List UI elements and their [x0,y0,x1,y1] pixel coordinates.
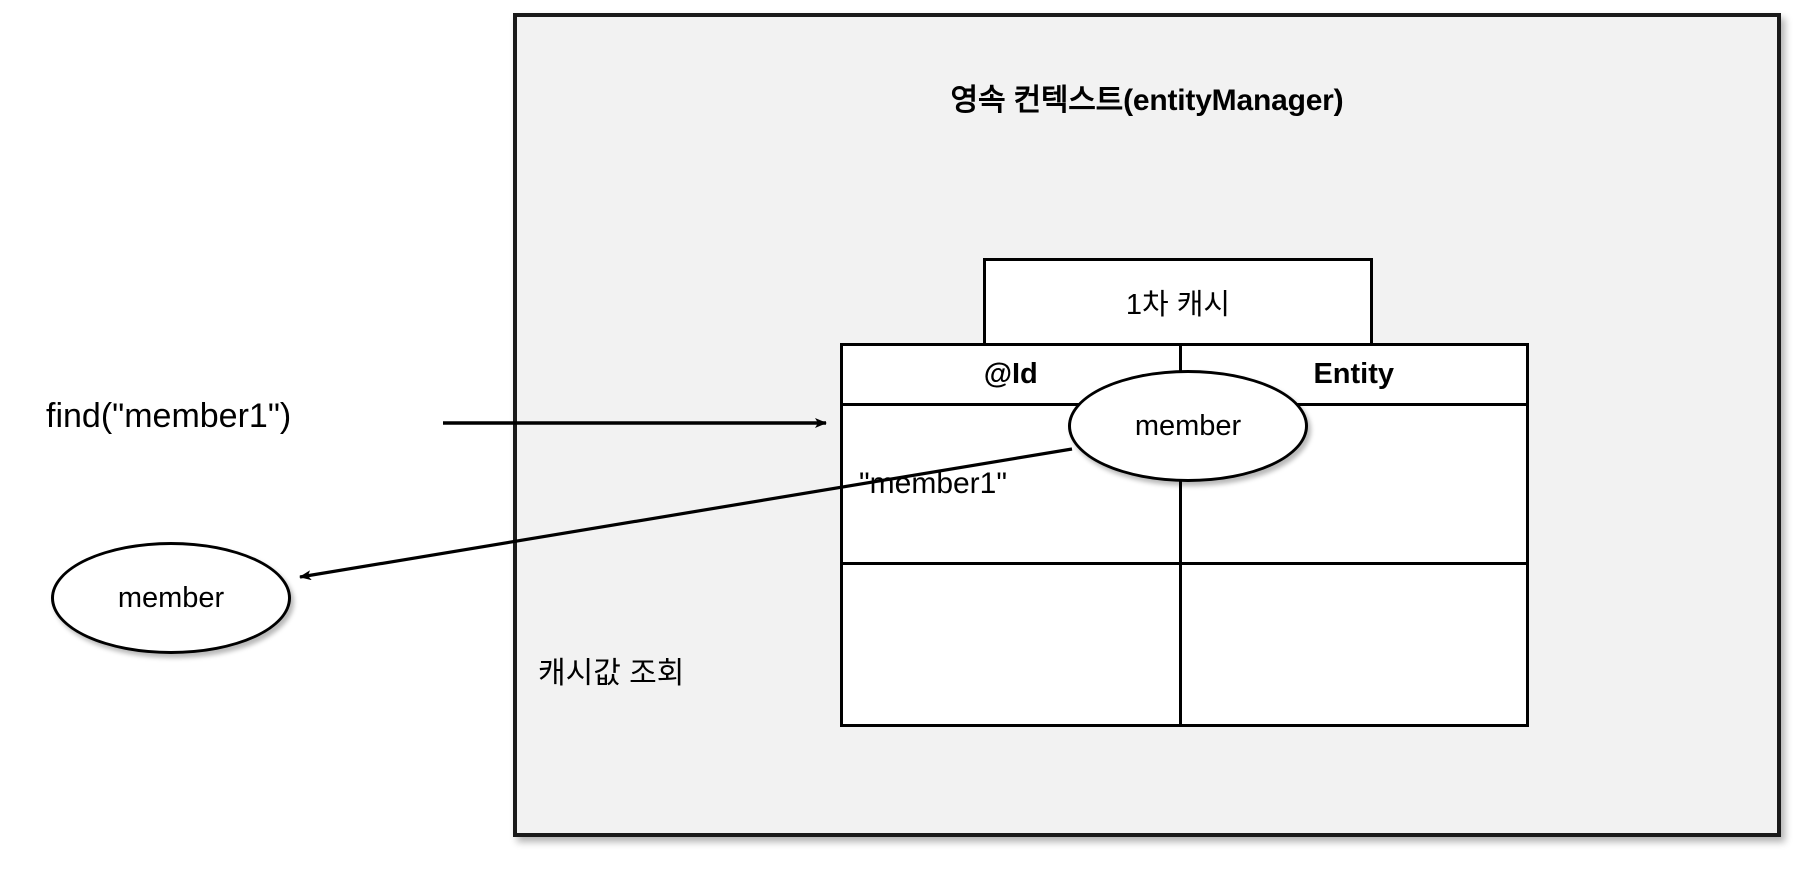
returned-member-ellipse: member [51,542,291,654]
returned-member-ellipse-label: member [117,581,225,614]
cell-id-empty [843,565,1182,724]
column-header-id-label: @Id [983,358,1038,390]
table-row-empty [843,565,1526,724]
persistence-context-title: 영속 컨텍스트(entityManager) [950,84,1344,117]
first-level-cache-label: 1차 캐시 [1125,289,1231,321]
first-level-cache-header-box: 1차 캐시 [983,258,1373,343]
find-call-label: find("member1") [46,397,292,435]
cache-entity-ellipse-label: member [1134,409,1242,442]
cache-read-label: 캐시값 조회 [538,657,685,690]
cell-entity-empty [1182,565,1526,724]
column-header-entity: Entity [1182,346,1526,403]
column-header-entity-label: Entity [1313,358,1395,390]
cache-entity-ellipse: member [1068,370,1308,482]
